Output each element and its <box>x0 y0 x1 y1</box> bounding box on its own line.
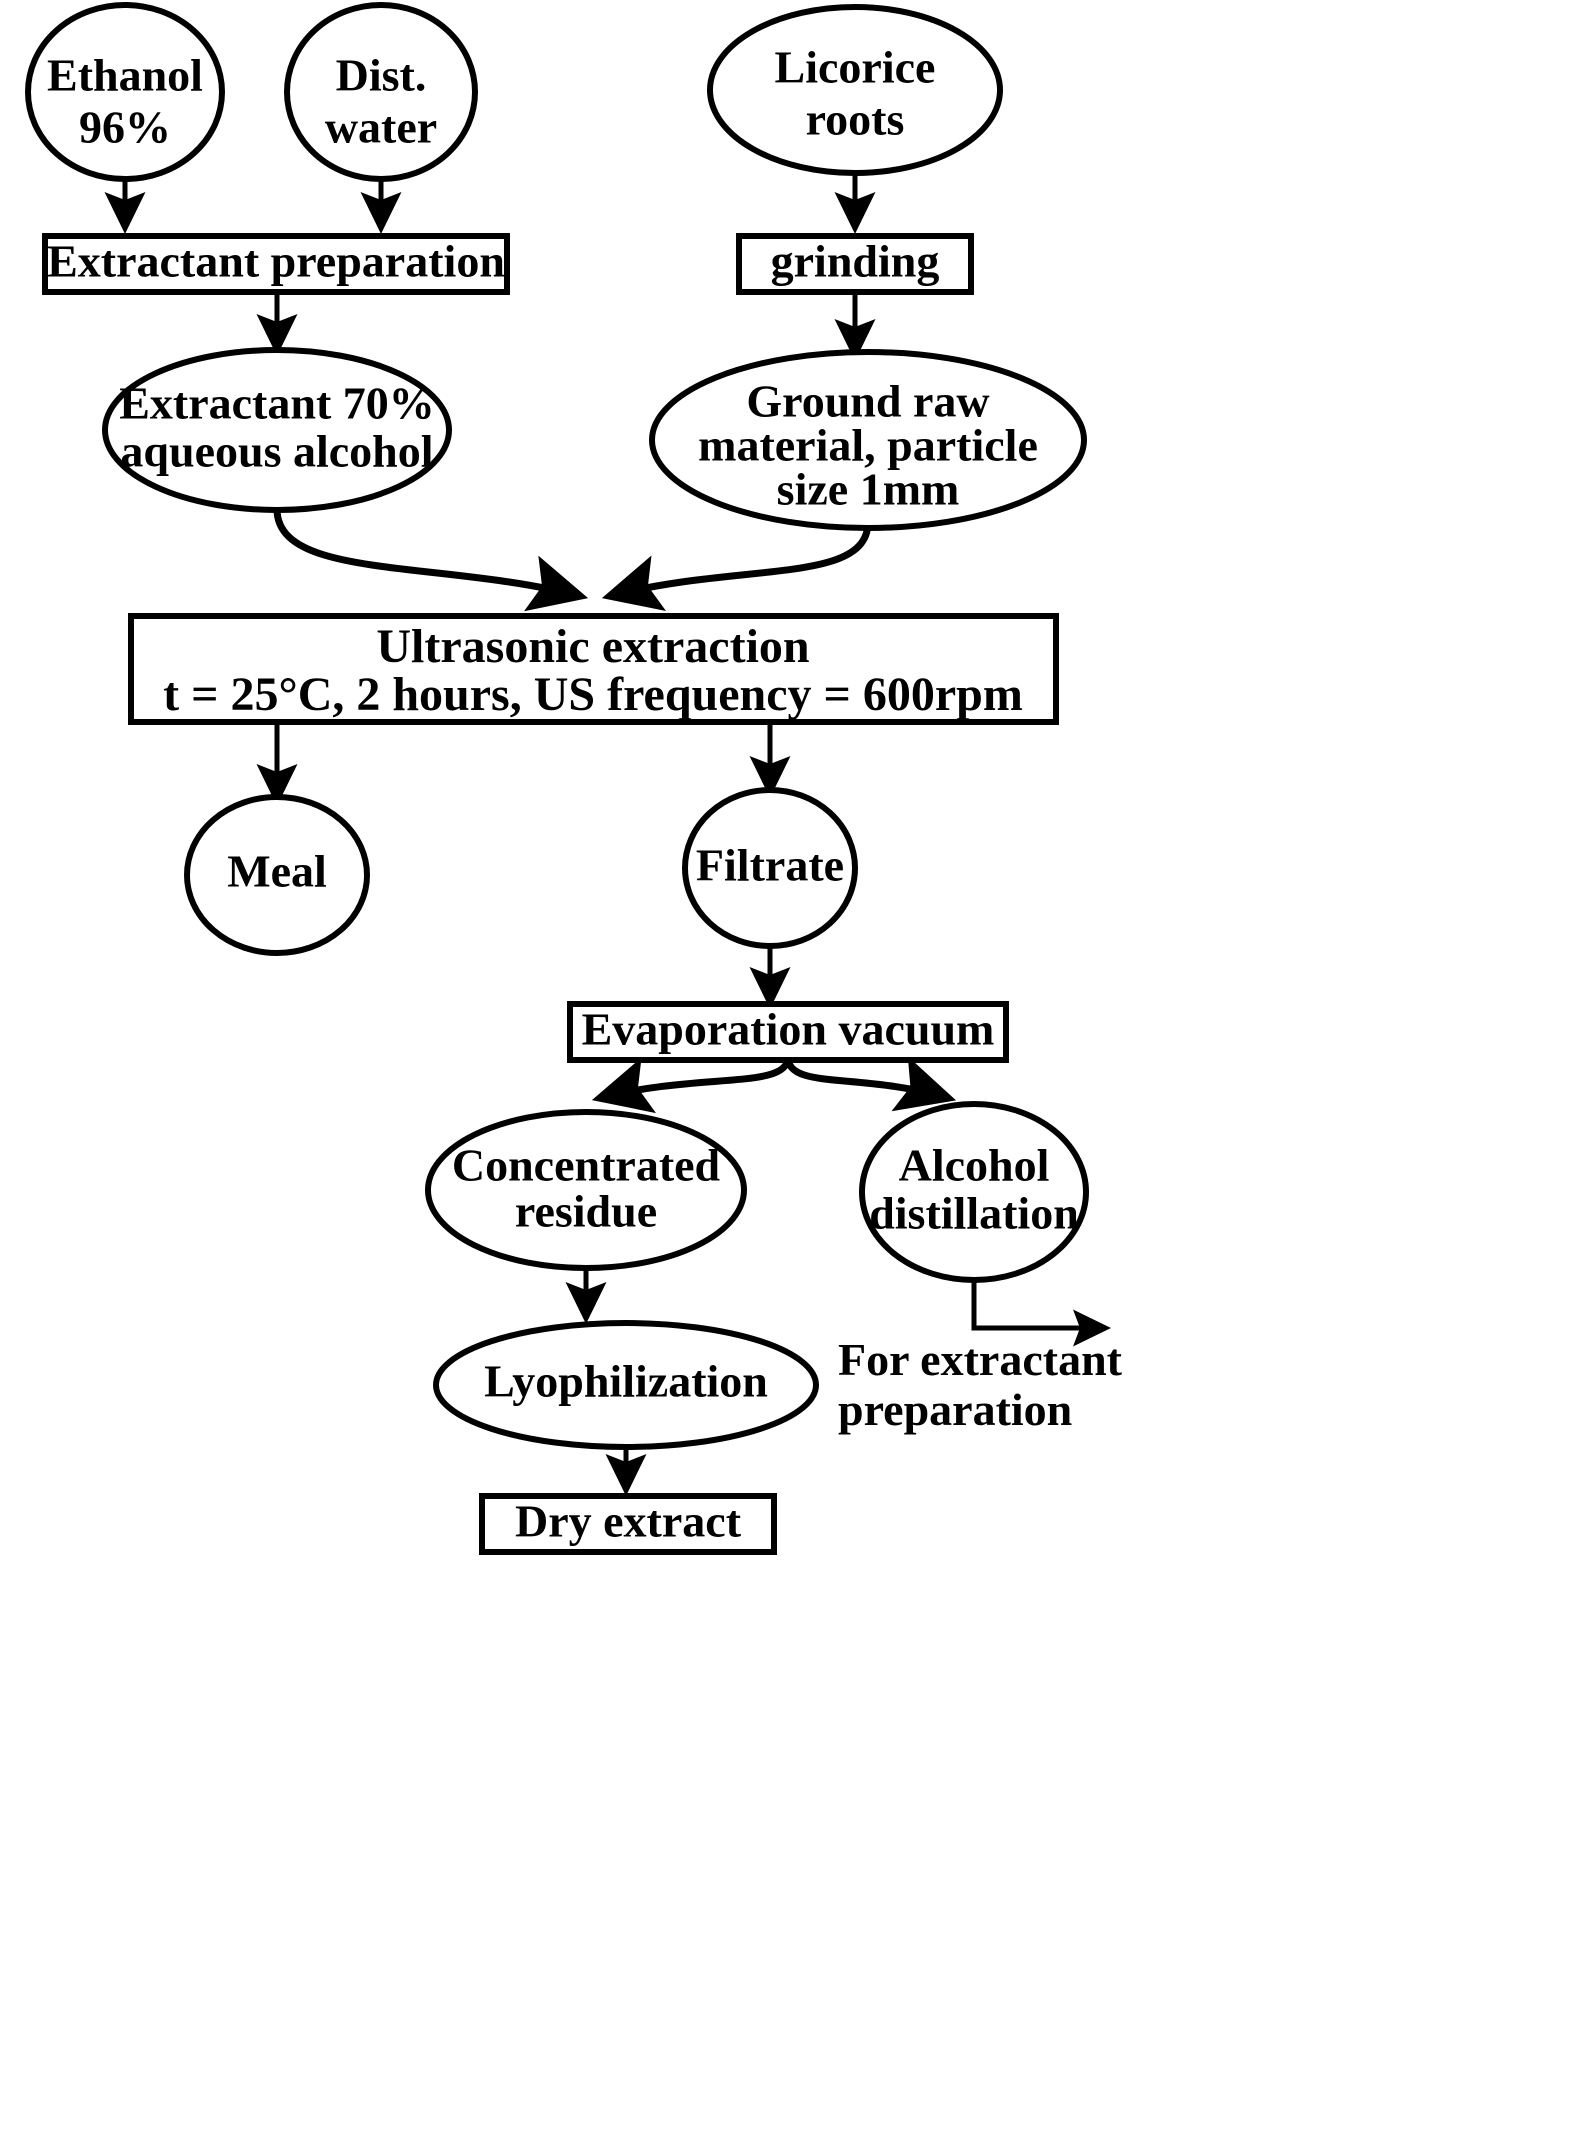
node-ground-raw-material-line1: Ground raw <box>746 376 989 427</box>
node-licorice-roots[interactable]: Licorice roots <box>707 4 1003 176</box>
node-grinding[interactable]: grinding <box>736 233 974 295</box>
node-lyophilization[interactable]: Lyophilization <box>433 1320 819 1450</box>
node-ground-raw-material-line2: material, particle <box>698 420 1038 471</box>
node-alcohol-distillation-line1: Alcohol <box>899 1140 1050 1191</box>
node-dry-extract-label: Dry extract <box>515 1496 742 1547</box>
node-extractant-preparation[interactable]: Extractant preparation <box>42 233 510 295</box>
node-extractant-70-line2: aqueous alcohol <box>120 426 433 477</box>
node-alcohol-distillation[interactable]: Alcohol distillation <box>859 1101 1089 1283</box>
node-concentrated-residue-line2: residue <box>515 1186 657 1237</box>
node-ethanol[interactable]: Ethanol 96% <box>25 2 225 182</box>
node-extractant-70[interactable]: Extractant 70% aqueous alcohol <box>102 347 452 513</box>
node-dry-extract[interactable]: Dry extract <box>479 1493 777 1555</box>
node-ethanol-line1: Ethanol <box>47 50 203 101</box>
edge-ground-raw-material-to-ultrasonic-extraction <box>601 521 872 612</box>
node-lyophilization-label: Lyophilization <box>484 1356 768 1407</box>
label-for-extractant-preparation-line2: preparation <box>838 1384 1072 1435</box>
node-dist-water[interactable]: Dist. water <box>284 2 478 182</box>
node-licorice-roots-line1: Licorice <box>775 42 936 93</box>
node-licorice-roots-line2: roots <box>806 94 905 145</box>
edge-evaporation-vacuum-to-alcohol-distillation <box>784 1056 957 1112</box>
node-evaporation-vacuum-label: Evaporation vacuum <box>582 1004 995 1055</box>
node-ultrasonic-extraction-line1: Ultrasonic extraction <box>376 620 809 673</box>
node-meal-label: Meal <box>227 846 327 897</box>
node-evaporation-vacuum[interactable]: Evaporation vacuum <box>567 1001 1009 1063</box>
edge-extractant-70-to-ultrasonic-extraction <box>273 508 589 612</box>
node-extractant-70-line1: Extractant 70% <box>119 378 435 429</box>
node-grinding-label: grinding <box>771 236 940 287</box>
node-concentrated-residue[interactable]: Concentrated residue <box>425 1109 747 1271</box>
node-ground-raw-material-line3: size 1mm <box>777 464 960 515</box>
node-ethanol-line2: 96% <box>79 102 171 153</box>
node-alcohol-distillation-line2: distillation <box>869 1188 1079 1239</box>
label-for-extractant-preparation: For extractant preparation <box>838 1334 1123 1435</box>
node-filtrate-label: Filtrate <box>696 840 844 891</box>
node-dist-water-line1: Dist. <box>336 50 427 101</box>
label-for-extractant-preparation-line1: For extractant <box>838 1334 1123 1385</box>
node-ultrasonic-extraction[interactable]: Ultrasonic extraction t = 25°C, 2 hours,… <box>128 613 1059 725</box>
node-ground-raw-material[interactable]: Ground raw material, particle size 1mm <box>649 349 1087 531</box>
node-extractant-preparation-label: Extractant preparation <box>47 236 505 287</box>
node-filtrate[interactable]: Filtrate <box>682 787 858 949</box>
node-meal[interactable]: Meal <box>184 794 370 956</box>
node-concentrated-residue-line1: Concentrated <box>452 1140 721 1191</box>
edge-evaporation-vacuum-to-concentrated-residue <box>591 1056 792 1114</box>
node-ultrasonic-extraction-line2: t = 25°C, 2 hours, US frequency = 600rpm <box>163 668 1023 721</box>
edge-layer <box>104 172 1111 1497</box>
node-dist-water-line2: water <box>325 102 437 153</box>
edge-alcohol-distillation-to-recycle-arrow <box>971 1272 1111 1347</box>
